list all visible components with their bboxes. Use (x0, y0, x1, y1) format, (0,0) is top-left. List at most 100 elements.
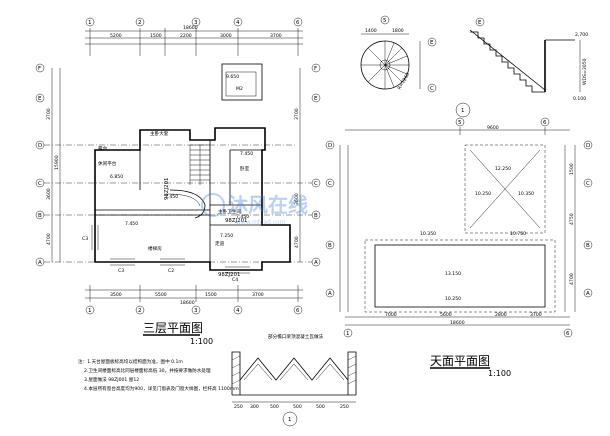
stair-tower-box (221, 63, 263, 101)
svg-text:A: A (314, 260, 318, 266)
dim-right-1: 3700 (294, 108, 300, 120)
label-hall: 楼梯房 (148, 245, 162, 252)
stair-dim-1: 1400 (365, 28, 377, 34)
roof-dim-top: 9600 (487, 125, 499, 131)
axis-1: 1 (88, 20, 92, 26)
detail-ref-2: 98ZJ201 (164, 178, 170, 200)
dim-left-total: 15900 (54, 155, 60, 170)
svg-text:5: 5 (458, 120, 462, 126)
window-code-2: C2 (168, 268, 174, 274)
window-code-1: C3 (118, 268, 124, 274)
window-code-5: M2 (236, 86, 243, 92)
roof-plan-scale: 1:100 (488, 369, 511, 378)
dim-bottom-total: 18600 (180, 300, 195, 306)
svg-text:F: F (314, 66, 317, 72)
svg-text:2: 2 (138, 308, 142, 314)
dim-bottom-2: 5500 (155, 292, 167, 298)
detail-ref-3: 98ZJ201 (218, 272, 240, 278)
parapet-dim-5: 500 (316, 404, 325, 410)
section-dim-3: 0.100 (573, 96, 586, 102)
note-2: 2.卫生间楼面标高比同层楼面标高低 30，并按要求做防水处理 (84, 367, 211, 374)
svg-text:A: A (586, 291, 590, 297)
label-guest-bathroom: 主卧卫生间 (218, 208, 241, 215)
svg-text:E: E (430, 40, 434, 46)
roof-elev-4: 10.750 (510, 231, 526, 237)
roof-dim-right-3: 4700 (569, 273, 575, 285)
parapet-dim-1: 250 (234, 404, 243, 410)
parapet-dim-3: 500 (270, 404, 279, 410)
axis-4: 4 (236, 20, 240, 26)
watermark-url: www.mfcad.com (236, 219, 286, 226)
roof-elev-1: 10.250 (475, 191, 491, 197)
axis-left-markers: F E D C B A F E C B A (35, 63, 321, 267)
roof-axis-6: 6 (566, 331, 570, 337)
label-bedroom: 卧室 (240, 165, 250, 172)
roof-dim-bottom-2: 5600 (440, 312, 452, 318)
dim-top-5: 3700 (270, 33, 282, 39)
axis-2: 2 (138, 20, 142, 26)
dim-left-3: 4700 (46, 233, 52, 245)
svg-text:C: C (586, 181, 590, 187)
svg-text:B: B (314, 213, 318, 219)
dim-bottom-3: 1500 (205, 292, 217, 298)
elev-3: 7.450 (125, 221, 138, 227)
svg-text:E: E (314, 96, 318, 102)
dim-top-total: 18600 (183, 25, 198, 31)
stair-detail-tag-text: 1 (461, 108, 464, 114)
svg-text:1: 1 (88, 308, 92, 314)
note-1: 注：1.天台屋面板标高均以结构面为准，图中 0.1m (78, 358, 183, 365)
label-corridor: 走道 (215, 240, 225, 247)
section-dim-1: 2,700 (575, 32, 588, 38)
svg-text:9.650: 9.650 (226, 74, 239, 80)
watermark: 沐风在线 www.mfcad.com (201, 193, 308, 226)
parapet-dim-4: 500 (293, 404, 302, 410)
axis-E: E (38, 96, 42, 102)
parapet-detail-tag (282, 411, 298, 427)
roof-dim-bottom-total: 18600 (450, 320, 465, 326)
svg-text:C: C (430, 86, 434, 92)
note-3: 3.屋面做法 98ZJ001 屋12 (84, 376, 139, 383)
dim-bottom-5: 3700 (252, 292, 264, 298)
note-4: 4.本层所有窗台高度均为900，详见门窗表及门窗大样图，栏杆高 1100mm (84, 385, 239, 392)
axis-F: F (38, 66, 41, 72)
axis-3: 3 (194, 20, 198, 26)
roof-elev-3: 10.350 (420, 231, 436, 237)
elev-2: 6.850 (110, 174, 123, 180)
dim-right-3: 4700 (294, 236, 300, 248)
roof-dim-right-2: 4750 (569, 213, 575, 225)
dim-top-1: 5200 (110, 33, 122, 39)
svg-text:6: 6 (543, 120, 547, 126)
label-master-bedroom: 主卧大套 (150, 130, 169, 137)
roof-dim-bottom-4: 3700 (530, 312, 542, 318)
roof-plan: 9600 5 6 10.250 10.350 10.350 10.750 13.… (325, 117, 593, 378)
svg-text:D: D (586, 143, 590, 149)
roof-elev-6: 10.250 (445, 296, 461, 302)
stair-dim-2: 1800 (392, 28, 404, 34)
axis-bottom-markers: 1 2 3 4 6 (85, 305, 303, 315)
spiral-stair-detail: 5 1400 1800 R=1260 E C 1 (360, 15, 471, 118)
axis-D: D (38, 143, 42, 149)
roof-elev-5: 13.150 (445, 271, 461, 277)
roof-axis-C: C (328, 181, 332, 187)
window-code-3: C4 (232, 277, 238, 283)
axis-A: A (38, 260, 42, 266)
label-leisure-platform: 休闲平台 (98, 160, 117, 167)
roof-dim-bottom-1: 7000 (385, 312, 397, 318)
parapet-detail-tag-text: 1 (288, 417, 291, 423)
roof-plan-title: 天面平面图 (430, 354, 490, 368)
dim-top-4: 3000 (220, 33, 232, 39)
detail-ref-1: 98ZJ201 (225, 218, 247, 224)
roof-axis-A: A (328, 291, 332, 297)
watermark-text: 沐风在线 (228, 193, 308, 217)
svg-text:B: B (586, 243, 590, 249)
axis-C: C (38, 181, 42, 187)
dim-right-2: 3600 (294, 193, 300, 205)
section-dim-2: WDS=3050 (582, 58, 588, 85)
floor-plan-title: 三层平面图 (143, 321, 203, 335)
dim-bottom-1: 3500 (110, 292, 122, 298)
dim-top-3: 2200 (180, 33, 192, 39)
parapet-dim-6: 250 (340, 404, 349, 410)
svg-text:5: 5 (383, 18, 387, 24)
